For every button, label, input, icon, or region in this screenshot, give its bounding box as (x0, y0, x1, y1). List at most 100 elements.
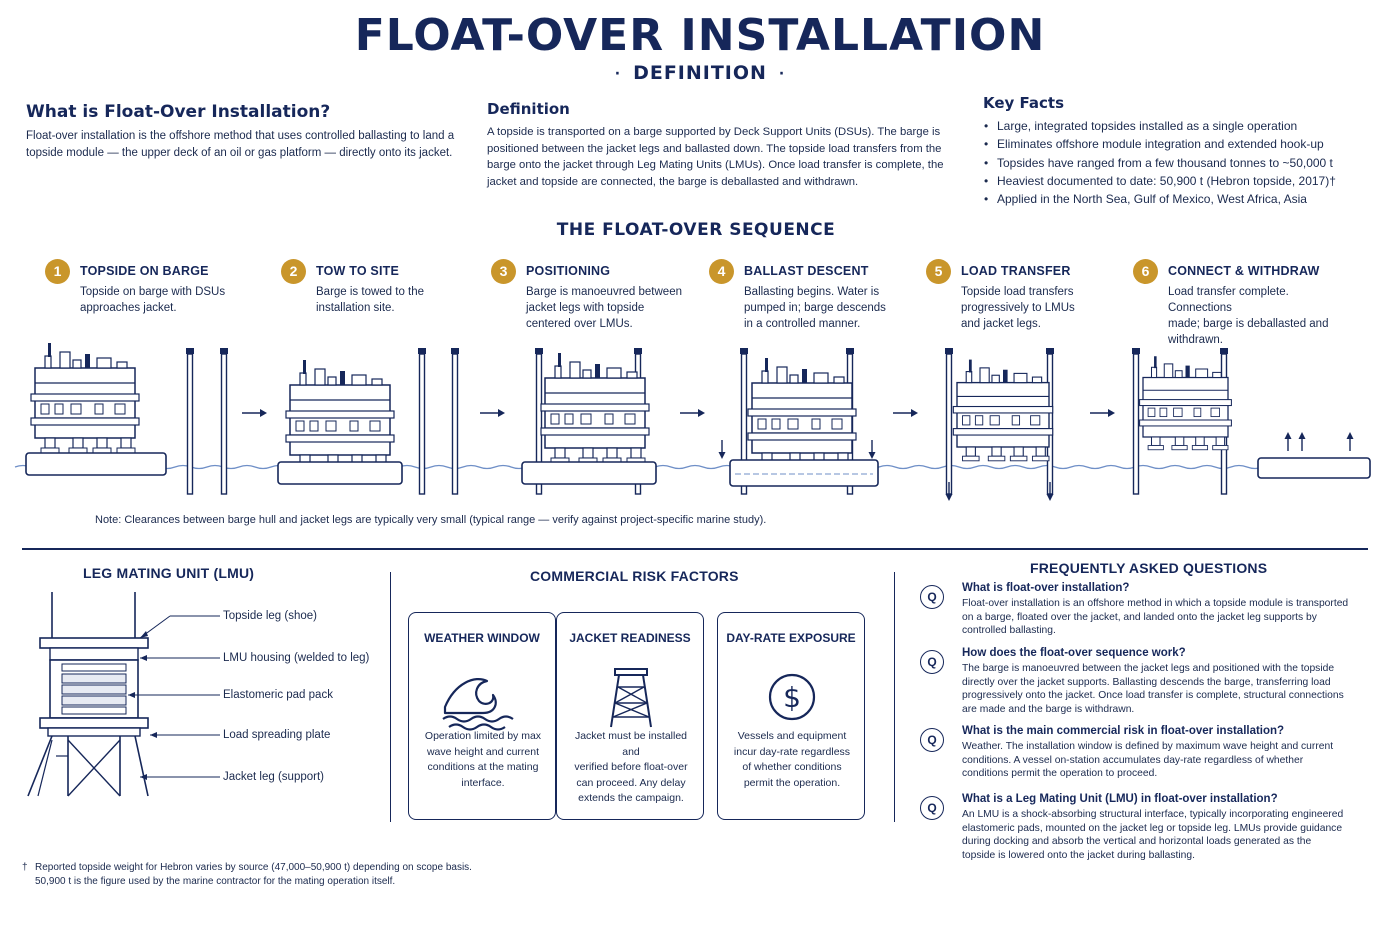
risk-card-weather: WEATHER WINDOW Operation limited by max … (408, 612, 556, 820)
page-subtitle: ·DEFINITION· (0, 62, 1400, 84)
risk-card-title: DAY-RATE EXPOSURE (726, 631, 856, 645)
lmu-label-spreading-plate: Load spreading plate (223, 729, 331, 741)
risk-card-dayrate: DAY-RATE EXPOSURE $ Vessels and equipmen… (717, 612, 865, 820)
lmu-heading: LEG MATING UNIT (LMU) (83, 565, 255, 581)
faq-heading: FREQUENTLY ASKED QUESTIONS (1030, 560, 1268, 576)
step-number-badge: 4 (709, 259, 734, 284)
risk-desc-line: incur day-rate regardless (733, 745, 851, 758)
step-description: Barge is towed to the installation site. (316, 284, 491, 316)
step-label: TOPSIDE ON BARGE (80, 264, 209, 278)
risk-desc-line: Operation limited by max (424, 730, 542, 742)
step-desc-line: in a controlled manner. (744, 318, 861, 330)
stage1-jacket-leg (185, 347, 195, 495)
step-number-badge: 3 (491, 259, 516, 284)
step-desc-line: Barge is manoeuvred between (526, 286, 682, 298)
stage1-jacket-leg (219, 347, 229, 495)
subtitle-bullet-right: · (778, 65, 786, 82)
step-number-badge: 5 (926, 259, 951, 284)
step-label: LOAD TRANSFER (961, 264, 1071, 278)
stage2-jacket-leg (417, 347, 427, 495)
faq-answer: Weather. The installation window is defi… (962, 740, 1370, 781)
column-divider (390, 572, 391, 822)
faq-answer: The barge is manoeuvred between the jack… (962, 662, 1370, 716)
risk-card-title: WEATHER WINDOW (424, 631, 540, 645)
stage4-topside (747, 357, 857, 469)
step-desc-line: withdrawn. (1168, 334, 1223, 346)
ballast-down-arrow (717, 439, 727, 460)
stage5-jacket-leg (944, 347, 954, 495)
definition-text: A topside is transported on a barge supp… (487, 124, 947, 190)
svg-text:$: $ (783, 681, 801, 714)
risk-desc-line: Jacket must be installed and (574, 730, 688, 758)
risk-desc-line: of whether conditions (742, 761, 842, 773)
column-divider (894, 572, 895, 822)
definition-line: jacket and topside are connected, the ba… (487, 175, 859, 188)
stage5-topside (952, 358, 1054, 462)
question-icon: Q (920, 796, 944, 820)
section-divider (22, 548, 1368, 550)
sequence-arrow (679, 408, 706, 418)
definition-heading: Definition (487, 100, 570, 118)
definition-line: positioned between the jacket legs and b… (487, 142, 942, 155)
faq-answer-line: conditions. A vessel on-station accumula… (962, 754, 1304, 766)
risk-desc-line: verified before float-over (574, 761, 688, 773)
faq-answer-line: The barge is manoeuvred between the jack… (962, 663, 1335, 674)
step-desc-line: Load transfer complete. Connections (1168, 286, 1289, 314)
clearance-note: Note: Clearances between barge hull and … (95, 514, 767, 526)
faq-answer-line: topside is lowered onto the jacket durin… (962, 849, 1195, 861)
step-label: CONNECT & WITHDRAW (1168, 264, 1320, 278)
faq-question: What is the main commercial risk in floa… (962, 725, 1285, 737)
stage1-barge (25, 452, 167, 476)
footnote-line: Reported topside weight for Hebron varie… (35, 862, 472, 873)
risk-desc-line: conditions at the mating (427, 761, 539, 773)
sequence-arrow (892, 408, 919, 418)
stage2-topside (285, 359, 395, 471)
what-text: Float-over installation is the offshore … (26, 128, 466, 161)
risk-desc-line: permit the operation. (743, 776, 841, 789)
step-label: POSITIONING (526, 264, 611, 278)
stage6-jacket-leg (1131, 347, 1141, 495)
question-icon: Q (920, 728, 944, 752)
stage3-barge (521, 461, 657, 485)
faq-question: What is a Leg Mating Unit (LMU) in float… (962, 793, 1278, 805)
key-fact-item: Large, integrated topsides installed as … (984, 117, 1383, 136)
lmu-label-housing: LMU housing (welded to leg) (223, 652, 370, 664)
jacket-tower-icon (610, 668, 652, 728)
sequence-title: THE FLOAT-OVER SEQUENCE (556, 220, 836, 240)
risk-card-desc: Vessels and equipment incur day-rate reg… (726, 729, 858, 791)
risk-desc-line: extends the campaign. (578, 792, 684, 804)
stage3-topside (540, 352, 650, 464)
question-icon: Q (920, 585, 944, 609)
step-desc-line: installation site. (316, 302, 395, 314)
step-number-badge: 6 (1133, 259, 1158, 284)
risks-heading: COMMERCIAL RISK FACTORS (530, 568, 739, 584)
faq-answer-line: progressively onto the jacket. Once load… (962, 690, 1344, 702)
faq-question: What is float-over installation? (962, 582, 1130, 594)
deballast-up-arrow (1345, 431, 1355, 452)
step-desc-line: Barge is towed to the (316, 286, 425, 298)
stage6-topside (1138, 355, 1233, 451)
deballast-up-arrow (1283, 431, 1293, 452)
lmu-diagram (27, 592, 220, 797)
step-desc-line: centered over LMUs. (526, 318, 633, 330)
subtitle-bullet-left: · (614, 65, 622, 82)
faq-question: How does the float-over sequence work? (962, 647, 1186, 659)
stage2-jacket-leg (450, 347, 460, 495)
risk-card-desc: Jacket must be installed and verified be… (565, 729, 697, 807)
faq-answer-line: Weather. The installation window is defi… (962, 741, 1334, 752)
what-heading: What is Float-Over Installation? (26, 102, 331, 122)
risk-card-jacket: JACKET READINESS Jacket must be installe… (556, 612, 704, 820)
sequence-arrow (479, 408, 506, 418)
footnote-line: 50,900 t is the figure used by the marin… (35, 876, 396, 887)
sequence-arrow (1089, 408, 1116, 418)
faq-answer: An LMU is a shock-absorbing structural i… (962, 808, 1370, 862)
question-icon: Q (920, 650, 944, 674)
risk-desc-line: Vessels and equipment (737, 730, 847, 742)
lmu-label-topside-leg: Topside leg (shoe) (223, 610, 317, 622)
step-desc-line: jacket legs with topside (526, 302, 645, 314)
step-desc-line: and jacket legs. (961, 318, 1041, 330)
faq-answer-line: directly over the jacket supports. Balla… (962, 676, 1331, 688)
faq-answer: Float-over installation is an offshore m… (962, 597, 1370, 638)
